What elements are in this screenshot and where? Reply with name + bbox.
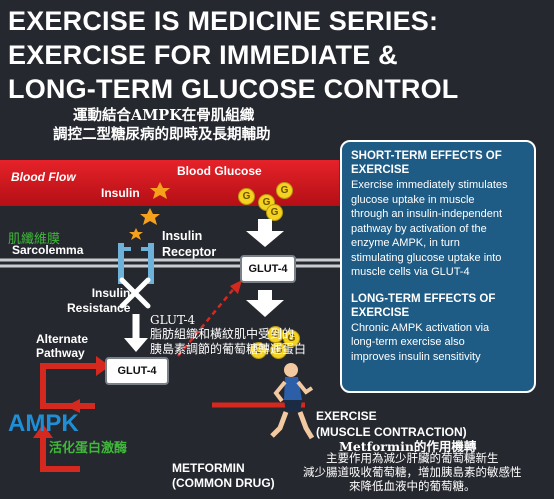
glucose-molecule: G bbox=[238, 188, 255, 205]
exercise-label: EXERCISE (MUSCLE CONTRACTION) bbox=[316, 409, 467, 439]
title-line-2: EXERCISE FOR IMMEDIATE & bbox=[8, 40, 398, 70]
glucose-molecule: G bbox=[250, 342, 267, 359]
glut4-label: GLUT-4 bbox=[248, 263, 288, 275]
glut4-box-bottom: GLUT-4 bbox=[105, 357, 169, 385]
glut4-zh-title: GLUT-4 bbox=[150, 313, 196, 327]
insulin-receptor-icon bbox=[118, 243, 154, 284]
glut4-box-top: GLUT-4 bbox=[240, 255, 296, 283]
ampk-label: AMPK bbox=[8, 410, 79, 437]
long-term-body: Chronic AMPK activation via long-term ex… bbox=[351, 321, 490, 363]
insulin-molecule bbox=[129, 228, 143, 240]
glucose-molecule: G bbox=[266, 204, 283, 221]
metformin-note-body: 主要作用為減少肝臟的葡萄糖新生 減少腸道吸收葡萄糖，增加胰島素的敏感性 來降低血… bbox=[303, 451, 522, 493]
zh-subtitle-line-1: 運動結合AMPK在骨肌組織 bbox=[73, 107, 255, 124]
long-term-title: LONG-TERM EFFECTS OF EXERCISE bbox=[351, 292, 496, 319]
metformin-note-title: Metformin的作用機轉 bbox=[339, 439, 477, 454]
glucose-molecule: G bbox=[270, 342, 287, 359]
insulin-molecule bbox=[150, 182, 170, 199]
blood-glucose-label: Blood Glucose bbox=[177, 164, 262, 178]
short-term-body: Exercise immediately stimulates glucose … bbox=[351, 179, 508, 278]
title-line-1: EXERCISE IS MEDICINE SERIES: bbox=[8, 6, 439, 36]
alternate-pathway-label: Alternate Pathway bbox=[36, 332, 89, 360]
effects-info-box: SHORT-TERM EFFECTS OF EXERCISE Exercise … bbox=[340, 140, 536, 393]
insulin-molecule bbox=[140, 208, 160, 225]
sarcolemma-label: Sarcolemma bbox=[12, 243, 84, 257]
insulin-receptor-label: Insulin Receptor bbox=[162, 229, 217, 259]
glut4-zh-desc: 脂肪組織和橫紋肌中受到的 胰島素調節的葡萄糖轉運蛋白 bbox=[150, 327, 307, 356]
insulin-label: Insulin bbox=[101, 186, 140, 200]
title-line-3: LONG-TERM GLUCOSE CONTROL bbox=[8, 74, 459, 104]
zh-subtitle-line-2: 調控二型糖尿病的即時及長期輔助 bbox=[53, 126, 271, 143]
glucose-molecule: G bbox=[283, 330, 300, 347]
ampk-zh-label: 活化蛋白激酶 bbox=[49, 441, 128, 456]
short-term-title: SHORT-TERM EFFECTS OF EXERCISE bbox=[351, 150, 502, 176]
resistance-x-icon bbox=[119, 277, 151, 309]
glut4-label: GLUT-4 bbox=[117, 365, 157, 377]
metformin-label: METFORMIN (COMMON DRUG) bbox=[172, 461, 275, 490]
insulin-resistance-label: Insulin Resistance bbox=[67, 286, 131, 315]
glucose-entry-arrow bbox=[246, 219, 284, 317]
blood-flow-label: Blood Flow bbox=[11, 170, 76, 184]
sarcolemma-zh-label: 肌纖維膜 bbox=[8, 232, 61, 247]
glucose-molecule: G bbox=[276, 182, 293, 199]
